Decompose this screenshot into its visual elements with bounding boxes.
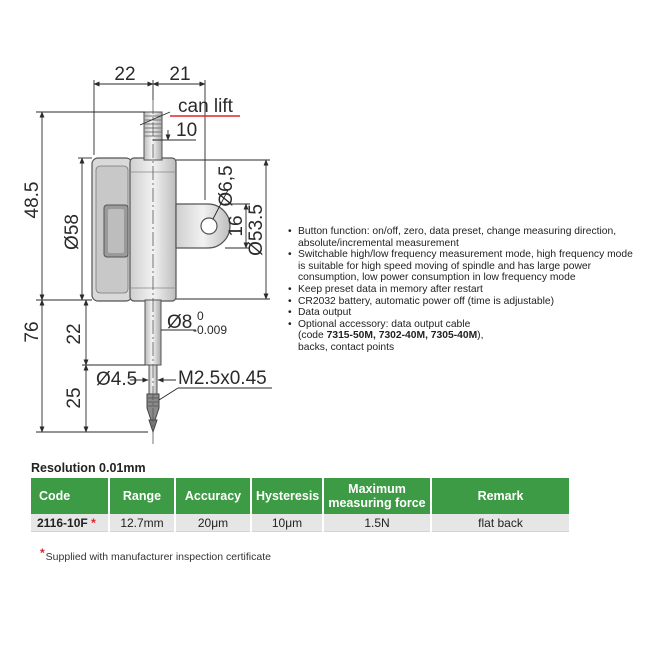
dimension-lines — [36, 80, 272, 433]
dim-thread: M2.5x0.45 — [178, 368, 267, 389]
table-row: 2116-10F * 12.7mm 20μm 10μm 1.5N flat ba… — [31, 514, 569, 532]
cell-code: 2116-10F * — [31, 514, 109, 532]
code-value: 2116-10F — [37, 515, 88, 530]
cell-hysteresis: 10μm — [250, 514, 323, 532]
header-accuracy: Accuracy — [174, 478, 251, 514]
dim-tip-diameter: Ø4.5 — [96, 369, 137, 390]
accessory-extras: backs, contact points — [298, 341, 395, 353]
dim-top-right-width: 21 — [169, 64, 190, 85]
header-force-line1: Maximum — [348, 482, 406, 496]
header-force-line2: measuring force — [328, 496, 426, 510]
feature-item: CR2032 battery, automatic power off (tim… — [288, 296, 638, 308]
cell-range: 12.7mm — [108, 514, 175, 532]
feature-item: Switchable high/low frequency measuremen… — [288, 249, 638, 284]
footnote: *Supplied with manufacturer inspection c… — [40, 546, 271, 563]
dim-diameter-53-5: Ø53.5 — [246, 204, 267, 256]
dim-tip-25: 25 — [64, 387, 85, 408]
header-code: Code — [31, 478, 109, 514]
can-lift-label: can lift — [178, 96, 234, 117]
dim-stem-diameter: Ø8 — [167, 312, 192, 333]
cell-remark: flat back — [430, 514, 569, 532]
footnote-star: * — [40, 546, 45, 560]
accessory-code-prefix: (code — [298, 330, 327, 342]
feature-item: Keep preset data in memory after restart — [288, 284, 638, 296]
footnote-text: Supplied with manufacturer inspection ce… — [45, 551, 271, 563]
dim-lift-amount: 10 — [176, 120, 197, 141]
feature-item-accessory: Optional accessory: data output cable (c… — [288, 319, 638, 354]
accessory-codes: 7315-50M, 7302-40M, 7305-40M — [326, 330, 478, 342]
header-range: Range — [108, 478, 175, 514]
dim-height-48-5: 48.5 — [22, 182, 43, 219]
header-hysteresis: Hysteresis — [250, 478, 323, 514]
dim-diameter-58: Ø58 — [62, 214, 83, 250]
feature-item: Button function: on/off, zero, data pres… — [288, 226, 638, 249]
dim-stem-tolerance-lower: -0.009 — [193, 323, 227, 337]
accessory-code-suffix: ), — [477, 330, 484, 342]
feature-list: Button function: on/off, zero, data pres… — [288, 226, 638, 354]
feature-item: Data output — [288, 307, 638, 319]
resolution-heading: Resolution 0.01mm — [31, 461, 146, 475]
accessory-line: Optional accessory: data output cable — [298, 318, 471, 330]
cell-accuracy: 20μm — [174, 514, 251, 532]
dim-lug-16: 16 — [226, 215, 247, 236]
header-remark: Remark — [430, 478, 569, 514]
dim-diameter-6-5: Ø6,5 — [216, 165, 237, 206]
certificate-star: * — [91, 515, 96, 530]
dim-stem-22: 22 — [64, 323, 85, 344]
cell-force: 1.5N — [322, 514, 431, 532]
dim-stem-tolerance-upper: 0 — [197, 309, 204, 323]
dim-height-76: 76 — [22, 321, 43, 342]
technical-drawing: 22 21 can lift 10 48.5 Ø58 Ø6,5 16 Ø53.5… — [22, 64, 272, 445]
dim-top-left-width: 22 — [114, 64, 135, 85]
